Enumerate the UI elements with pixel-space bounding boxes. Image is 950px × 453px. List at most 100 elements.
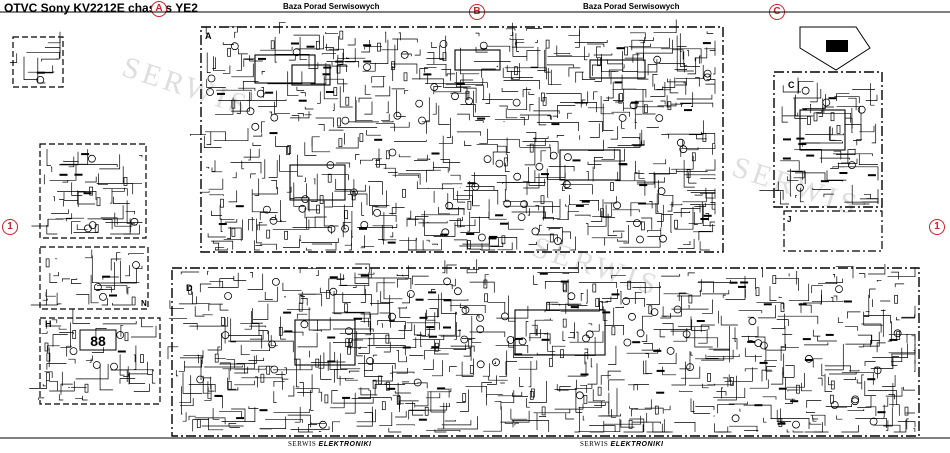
resistor [327,173,332,183]
wire [91,347,104,353]
block-c-label: C [788,80,795,90]
resistor [531,388,535,398]
wire [699,279,702,292]
transistor [110,362,118,371]
wire [900,314,915,319]
wire [392,174,420,178]
wire [314,216,327,228]
row-marker-left: 1 [2,219,18,235]
wire [250,344,271,352]
wire [364,84,371,95]
wire [535,234,558,242]
wire [487,375,497,385]
capacitor [684,109,692,112]
wire [732,338,738,350]
wire [395,411,407,418]
wire [258,90,277,107]
wire [260,46,293,51]
wire [227,335,263,349]
capacitor [802,338,811,341]
wire [584,352,588,365]
wire [693,212,698,225]
wire [346,57,366,59]
wire [339,64,347,72]
wire [231,63,254,78]
wire [679,351,691,370]
wire [332,103,335,111]
transistor [703,69,712,78]
resistor [46,352,51,362]
wire [181,386,183,415]
wire [652,159,667,165]
transistor [575,391,584,400]
wire [637,53,649,80]
transistor [622,297,630,306]
wire [864,361,876,366]
wire [811,285,823,294]
wire [129,372,145,384]
wire [876,342,886,353]
wire [888,394,895,400]
resistor [270,40,275,50]
resistor [627,280,632,290]
wire [258,330,269,335]
transistor [451,92,459,101]
resistor [641,221,645,231]
wire [578,418,621,433]
resistor [298,302,303,312]
wire [355,154,360,160]
wire [375,86,391,97]
wire [640,37,645,44]
wire [546,93,582,108]
capacitor [783,138,791,141]
wire [361,245,375,247]
wire [518,360,538,370]
wire [694,57,697,62]
wire [188,384,216,393]
wire [547,303,561,306]
wire [574,406,580,433]
transistor [659,234,667,243]
wire [376,282,396,293]
wire [77,191,86,207]
wire [713,387,746,399]
wire [324,78,344,93]
wire [567,211,580,220]
wire [406,219,419,227]
wire [864,380,877,396]
wire [482,99,513,100]
wire [849,369,860,372]
wire [817,112,852,123]
transistor [269,216,278,225]
transistor [830,401,839,409]
wire [780,346,799,361]
capacitor [804,359,813,361]
wire [450,174,461,181]
transistor [653,55,662,64]
capacitor [109,294,117,297]
wire [610,126,619,140]
wire [340,353,361,370]
wire [514,422,519,426]
transistor [301,195,310,204]
wire [593,53,613,56]
transistor [418,116,426,125]
wire [587,363,598,385]
transistor [676,138,685,147]
wire [656,86,664,90]
resistor [836,125,841,134]
wire [818,276,838,285]
capacitor [611,293,620,296]
transistor [500,312,509,321]
wire [806,411,816,413]
wire [76,164,118,167]
wire [588,401,610,414]
transistor [251,122,260,131]
resistor [599,301,603,310]
wire [546,227,563,242]
wire [425,294,440,318]
capacitor [656,391,665,394]
wire [507,221,524,230]
wire [455,358,474,376]
wire [787,389,799,392]
